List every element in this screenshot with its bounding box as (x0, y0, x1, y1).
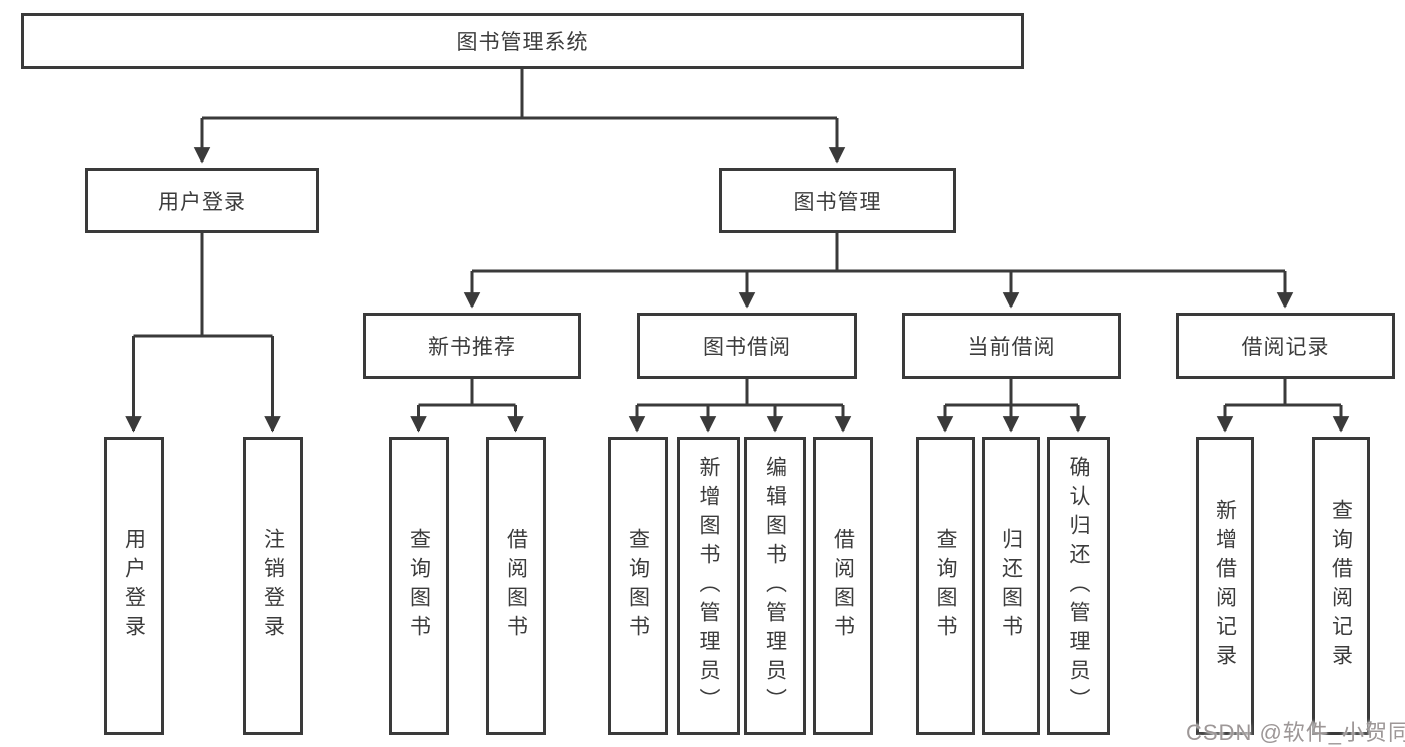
leaf-user-login-label: 用户登录 (122, 528, 146, 644)
node-book-borrow: 图书借阅 (637, 313, 857, 379)
node-root-system: 图书管理系统 (21, 13, 1024, 69)
leaf-bb-add-book-admin: 新增图书（管理员） (677, 437, 740, 735)
leaf-bb-edit-book-admin-label: 编辑图书（管理员） (763, 455, 787, 717)
watermark: CSDN @软件_小贺同学 (1186, 720, 1405, 745)
leaf-cb-return-book-label: 归还图书 (999, 528, 1023, 644)
leaf-nb-query-book: 查询图书 (389, 437, 449, 735)
leaf-nb-borrow-book-label: 借阅图书 (504, 528, 528, 644)
node-current-borrow-label: 当前借阅 (967, 336, 1056, 359)
leaf-bb-add-book-admin-label: 新增图书（管理员） (697, 455, 720, 717)
node-borrow-record: 借阅记录 (1176, 313, 1395, 379)
leaf-cb-confirm-return-admin-label: 确认归还（管理员） (1067, 455, 1090, 717)
node-borrow-record-label: 借阅记录 (1241, 336, 1330, 359)
leaf-bb-borrow-book: 借阅图书 (813, 437, 873, 735)
node-user-login-label: 用户登录 (158, 190, 246, 214)
leaf-cb-confirm-return-admin: 确认归还（管理员） (1047, 437, 1110, 735)
leaf-bb-edit-book-admin: 编辑图书（管理员） (744, 437, 806, 735)
leaf-br-add-borrow-record-label: 新增借阅记录 (1213, 499, 1237, 673)
leaf-cb-query-book-label: 查询图书 (934, 528, 957, 644)
leaf-bb-borrow-book-label: 借阅图书 (831, 528, 855, 644)
node-book-management: 图书管理 (719, 168, 956, 233)
node-new-book-recommend: 新书推荐 (363, 313, 581, 379)
leaf-br-query-borrow-record-label: 查询借阅记录 (1329, 499, 1353, 673)
leaf-logout-login: 注销登录 (243, 437, 303, 735)
leaf-bb-query-book: 查询图书 (608, 437, 668, 735)
node-root-system-label: 图书管理系统 (456, 31, 589, 54)
leaf-bb-query-book-label: 查询图书 (626, 528, 650, 644)
leaf-user-login: 用户登录 (104, 437, 164, 735)
node-book-borrow-label: 图书借阅 (703, 336, 791, 359)
node-current-borrow: 当前借阅 (902, 313, 1121, 379)
node-book-management-label: 图书管理 (793, 190, 882, 214)
leaf-br-add-borrow-record: 新增借阅记录 (1196, 437, 1254, 735)
leaf-cb-return-book: 归还图书 (982, 437, 1040, 735)
leaf-nb-query-book-label: 查询图书 (407, 528, 431, 644)
leaf-br-query-borrow-record: 查询借阅记录 (1312, 437, 1370, 735)
node-new-book-recommend-label: 新书推荐 (428, 336, 516, 359)
leaf-nb-borrow-book: 借阅图书 (486, 437, 546, 735)
node-user-login: 用户登录 (85, 168, 319, 233)
leaf-logout-login-label: 注销登录 (261, 528, 285, 644)
leaf-cb-query-book: 查询图书 (916, 437, 975, 735)
